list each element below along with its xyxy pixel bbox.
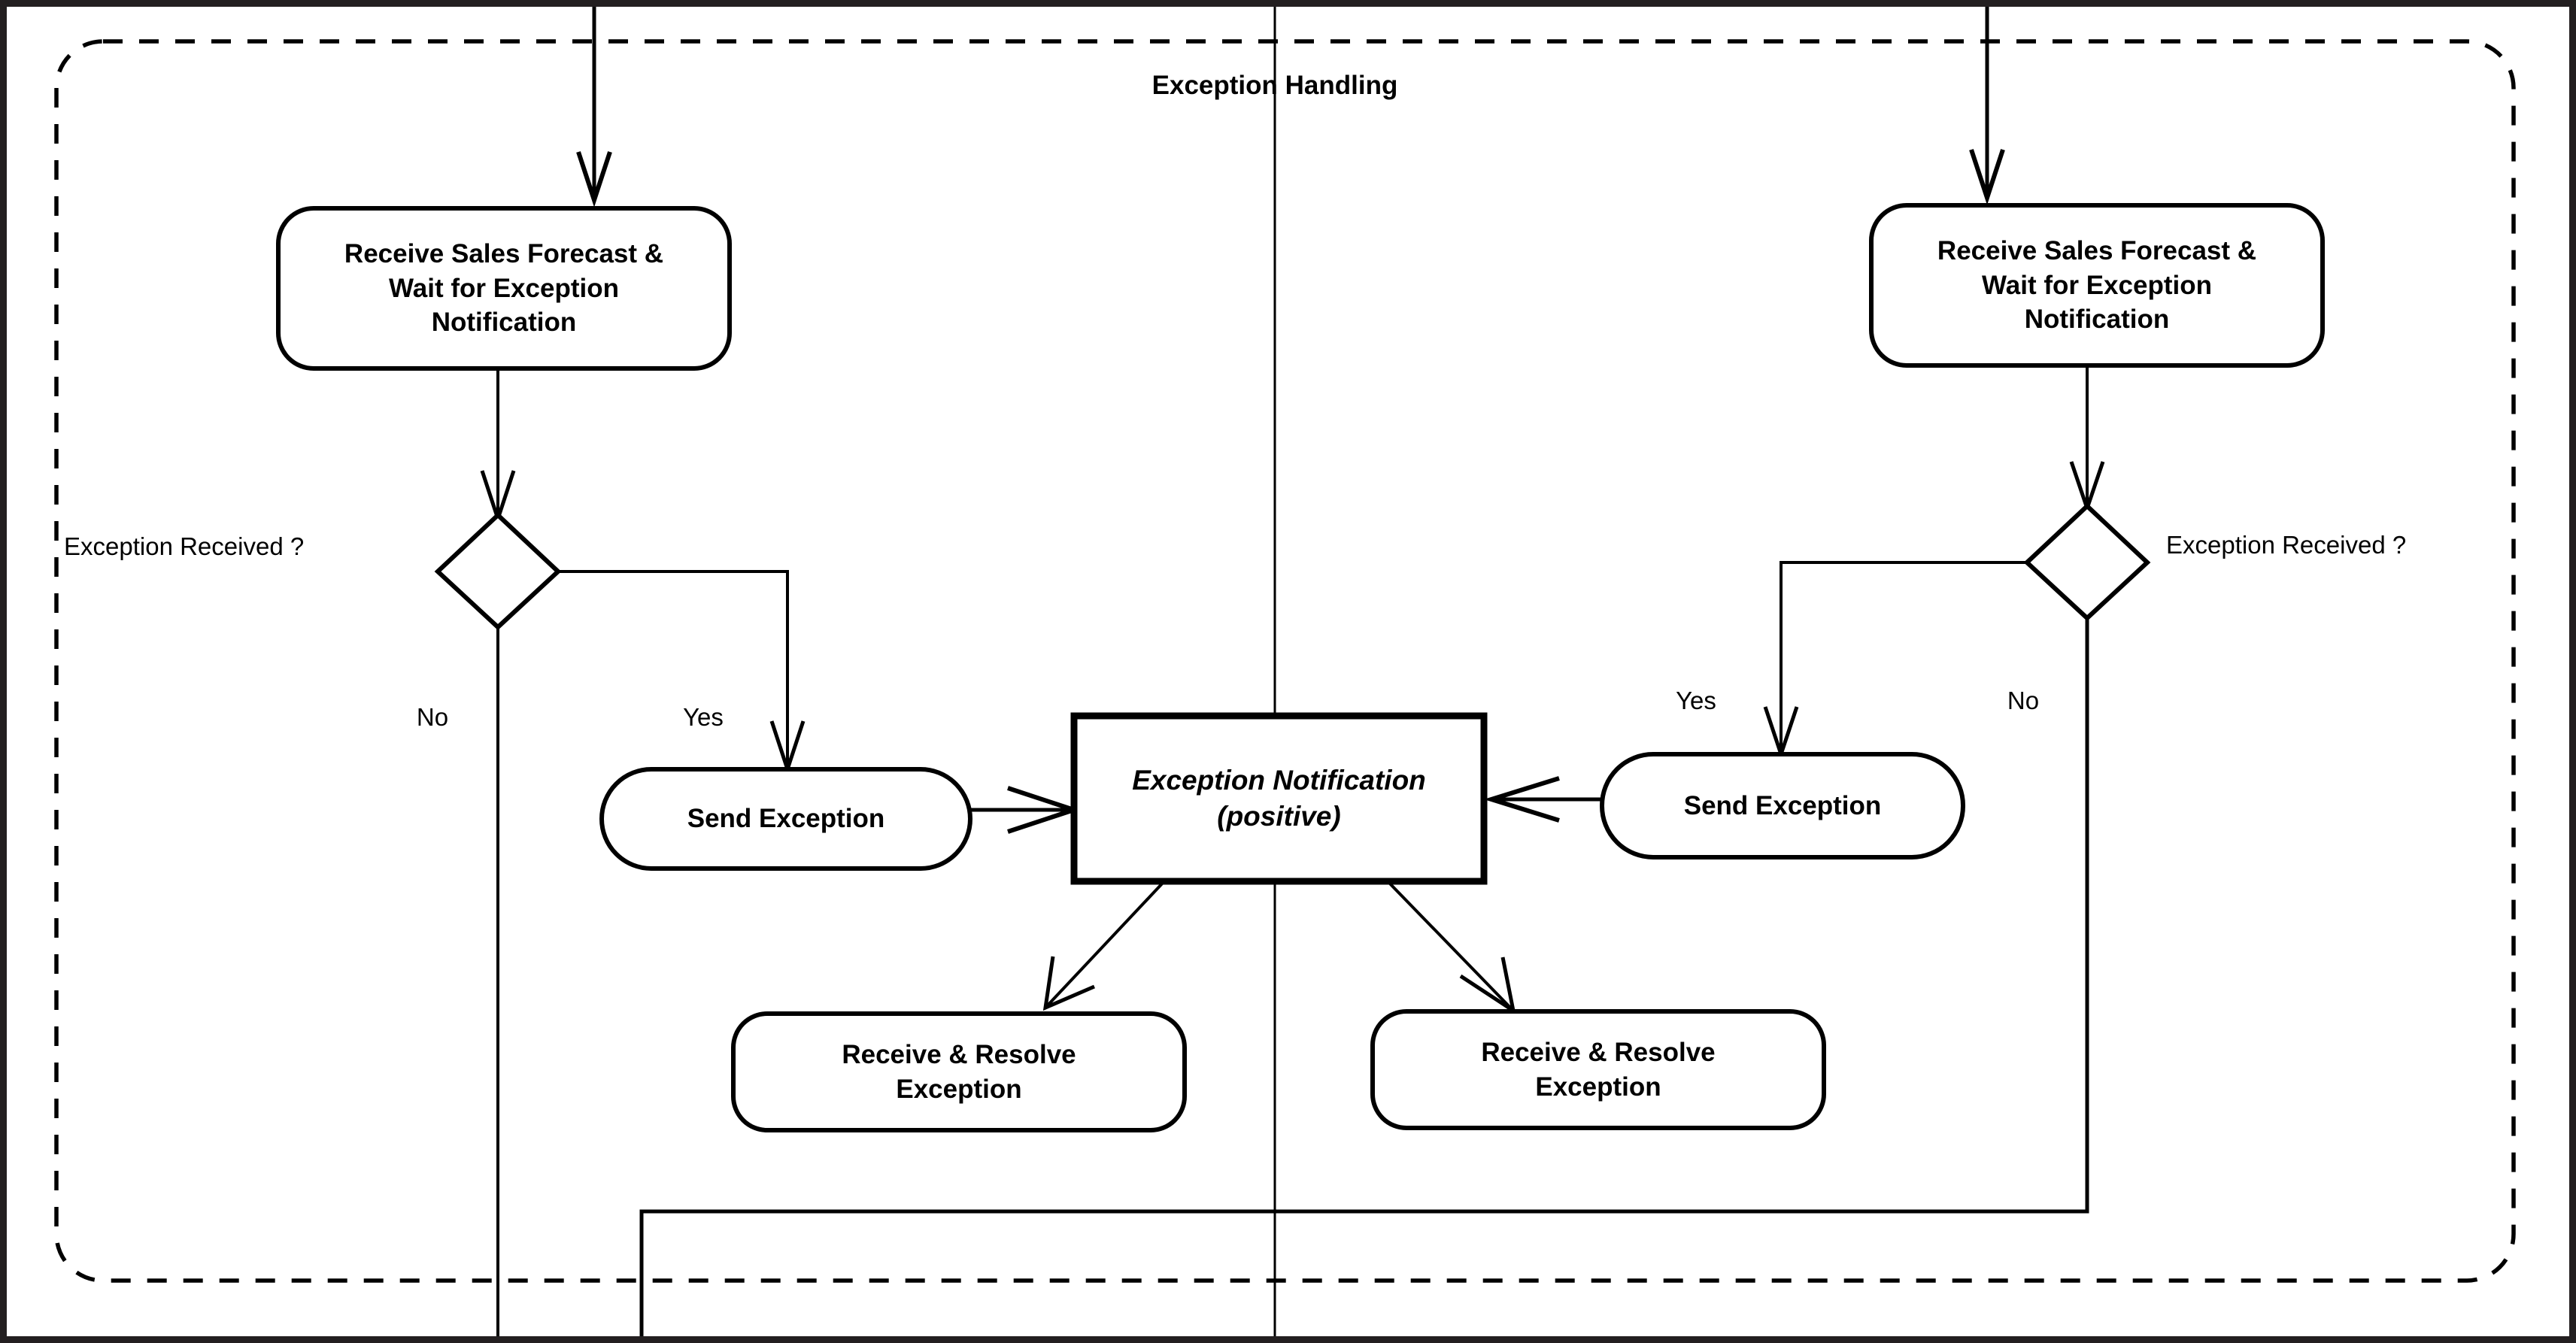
arrowhead-top-left bbox=[576, 151, 612, 208]
edge-object-to-right-resolve bbox=[1386, 880, 1515, 1012]
exception-notification-object-node bbox=[1070, 712, 1488, 885]
right-decision-diamond bbox=[2023, 502, 2151, 622]
edge-left-yes-branch bbox=[558, 570, 789, 769]
right-send-exception-node bbox=[1600, 752, 1965, 859]
arrowhead-right-send-to-object bbox=[1483, 776, 1560, 823]
exception-handling-frame bbox=[54, 39, 2516, 1283]
left-send-exception-node bbox=[599, 767, 972, 871]
left-receive-activity-node bbox=[276, 206, 732, 371]
left-decision-diamond bbox=[434, 511, 562, 631]
arrowhead-object-to-left-resolve bbox=[1042, 956, 1095, 1011]
edge-object-to-left-resolve bbox=[1044, 880, 1166, 1009]
left-resolve-activity-node bbox=[731, 1011, 1187, 1132]
right-receive-activity-node bbox=[1869, 203, 2325, 368]
right-resolve-activity-node bbox=[1370, 1009, 1826, 1130]
edge-right-yes-branch bbox=[1780, 561, 2027, 754]
edge-right-no-branch bbox=[639, 618, 2089, 1336]
arrowhead-top-right bbox=[1969, 149, 2005, 205]
